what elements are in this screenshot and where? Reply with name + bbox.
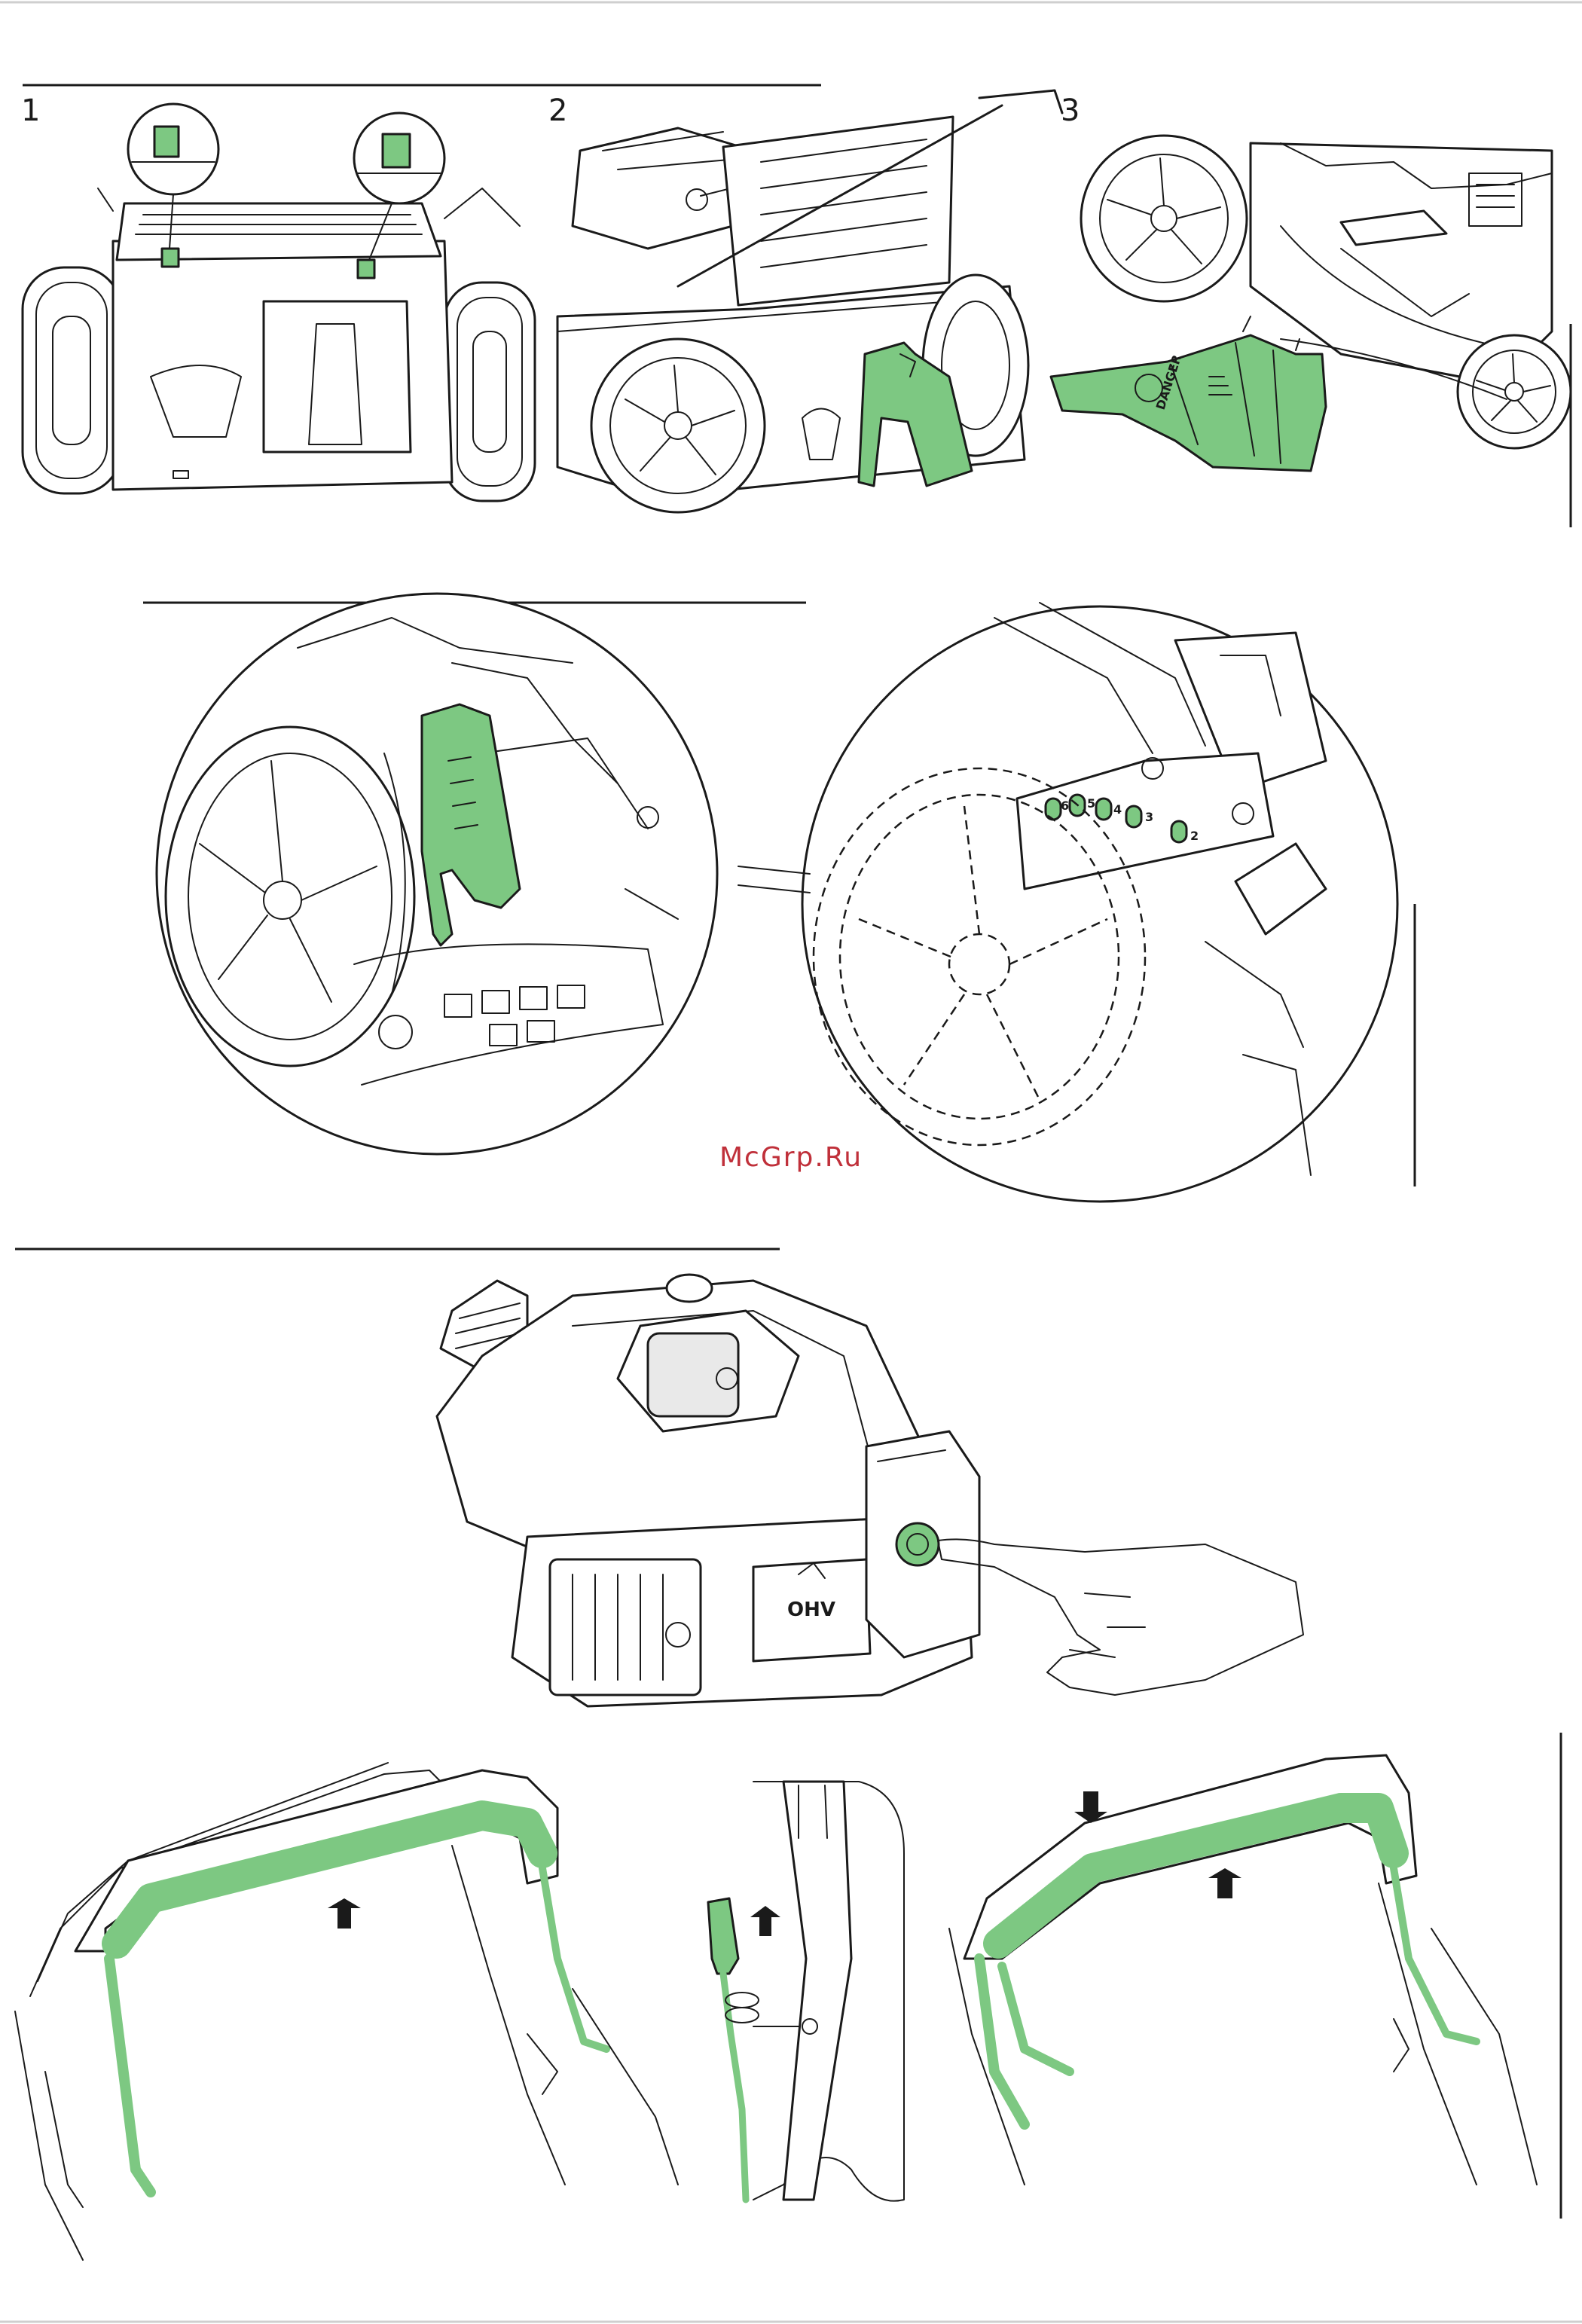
detail-height-lever — [157, 594, 717, 1154]
panel-3-wheel-front — [1458, 335, 1571, 448]
step-number-3: 3 — [1061, 93, 1080, 128]
cable-clip-detail — [708, 1782, 904, 2201]
handle-assembly-left — [15, 1763, 678, 2260]
height-label-4: 4 — [1113, 802, 1122, 817]
panel-3-wheel-rear — [1081, 136, 1247, 301]
panel-1-rear-view — [23, 104, 535, 501]
side-discharge-deflector — [1051, 335, 1326, 471]
height-label-6: 6 — [1061, 799, 1069, 813]
primer-bulb — [896, 1523, 939, 1565]
height-label-5: 5 — [1087, 796, 1095, 811]
panel-2-mulch-plug — [557, 90, 1062, 512]
cable-clip — [708, 1898, 738, 1974]
watermark: McGrp.Ru — [719, 1142, 863, 1173]
pressing-hand — [938, 1539, 1303, 1695]
handle-assembly-right — [949, 1755, 1537, 2185]
up-arrow-middle — [750, 1906, 780, 1936]
panel-engine-primer: OHV — [437, 1275, 1303, 1706]
ohv-label: OHV — [787, 1599, 835, 1621]
panel-3-side-deflector: DANGER — [1051, 136, 1571, 471]
detail-height-scale: 6 5 4 3 2 — [738, 603, 1397, 1202]
up-arrow-right — [1208, 1868, 1241, 1898]
muffler — [550, 1559, 701, 1695]
detail-wheel — [166, 727, 414, 1066]
catcher-clip-left — [162, 249, 179, 267]
catcher-clip-right — [358, 260, 374, 278]
right-rear-wheel — [444, 282, 535, 501]
panel-2-wheel-left — [591, 339, 765, 512]
step-number-1: 1 — [21, 93, 40, 128]
step-number-2: 2 — [548, 93, 567, 128]
left-rear-wheel — [23, 267, 121, 493]
up-arrow-left — [328, 1898, 361, 1929]
height-label-3: 3 — [1145, 810, 1153, 824]
height-label-2: 2 — [1190, 829, 1199, 843]
